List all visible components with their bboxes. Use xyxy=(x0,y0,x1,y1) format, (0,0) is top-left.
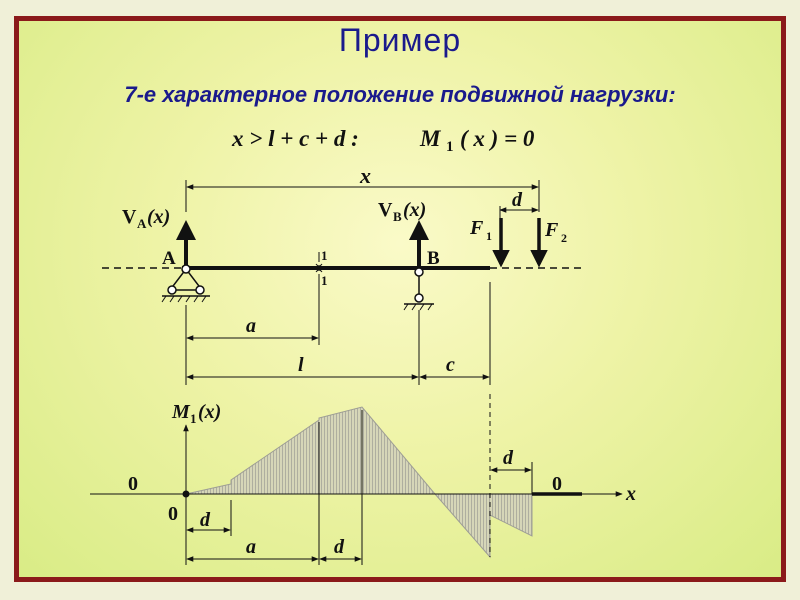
slide-title: Пример xyxy=(338,22,462,58)
reaction-b-sub: B xyxy=(393,209,402,224)
dim-d-top-label: d xyxy=(512,189,523,211)
moment-area-negative xyxy=(433,493,533,559)
formula: x > l + c + d : M 1 ( x ) = 0 xyxy=(231,126,535,155)
section-label-bottom: 1 xyxy=(321,273,328,288)
reaction-a-arg: (x) xyxy=(147,206,170,228)
formula-moment: M xyxy=(419,126,442,151)
dim-x-label: x xyxy=(359,163,371,188)
force-f2-sub: 2 xyxy=(561,231,567,245)
force-f2-label: F xyxy=(544,219,559,241)
axis-y-M: M xyxy=(171,401,191,423)
dim-l-label: l xyxy=(298,354,304,376)
influence-diagram: M 1 (x) x 0 0 0 d d xyxy=(90,394,636,565)
support-a xyxy=(161,264,210,303)
reaction-a-sub: A xyxy=(137,216,147,231)
support-b-label: B xyxy=(427,248,440,269)
support-b xyxy=(403,267,434,311)
dim-d-left-label: d xyxy=(200,509,211,531)
slide-subtitle: 7-е характерное положение подвижной нагр… xyxy=(124,82,676,107)
formula-condition: x > l + c + d : xyxy=(231,126,359,151)
formula-moment-sub: 1 xyxy=(446,139,454,155)
section-1-1 xyxy=(315,252,323,284)
section-label-top: 1 xyxy=(321,248,328,263)
force-f1-label: F xyxy=(469,217,484,239)
dim-a-bottom-label: a xyxy=(246,536,256,558)
force-f1-sub: 1 xyxy=(486,229,492,243)
axis-y-sub: 1 xyxy=(190,411,197,426)
dim-d-mid-label: d xyxy=(334,536,345,558)
axis-y-arg: (x) xyxy=(198,401,221,423)
formula-moment-arg: ( x ) = 0 xyxy=(460,126,535,151)
origin-dot xyxy=(182,490,190,498)
reaction-b-arg: (x) xyxy=(403,199,426,221)
reaction-a-V: V xyxy=(122,206,137,228)
axis-x-label: x xyxy=(625,483,636,505)
dim-c-label: c xyxy=(446,354,455,376)
dim-d-right-label: d xyxy=(503,447,514,469)
beam-scheme: x d V A (x) xyxy=(102,163,582,385)
zero-origin-label: 0 xyxy=(168,503,178,525)
reaction-b-V: V xyxy=(378,199,393,221)
dim-a-label: a xyxy=(246,315,256,337)
zero-left-label: 0 xyxy=(128,473,138,495)
moment-area-positive xyxy=(185,406,437,495)
zero-right-label: 0 xyxy=(552,473,562,495)
support-a-label: A xyxy=(162,248,176,269)
